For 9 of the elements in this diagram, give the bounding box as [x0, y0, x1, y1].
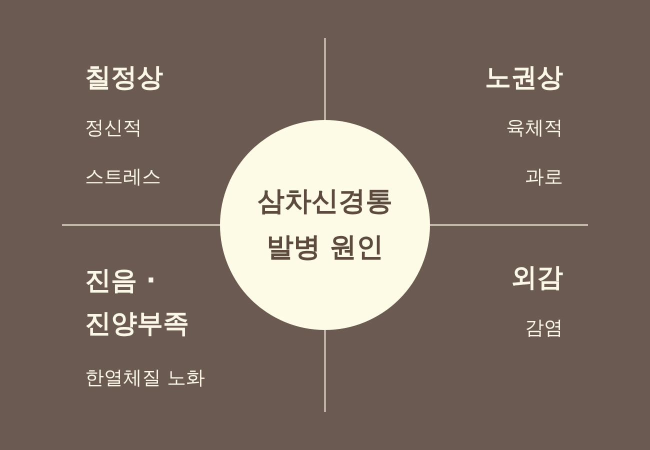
category-title: 노권상 — [485, 62, 563, 95]
category-description: 정신적 스트레스 — [85, 116, 162, 190]
center-circle: 삼차신경통 발병 원인 — [220, 120, 430, 330]
category-title: 진음 · 진양부족 — [85, 265, 190, 341]
category-title: 칠정상 — [85, 62, 163, 95]
category-description: 감염 — [525, 316, 563, 341]
category-title: 외감 — [511, 262, 563, 295]
category-description: 육체적 과로 — [505, 116, 563, 190]
category-description: 한열체질 노화 — [85, 366, 206, 391]
